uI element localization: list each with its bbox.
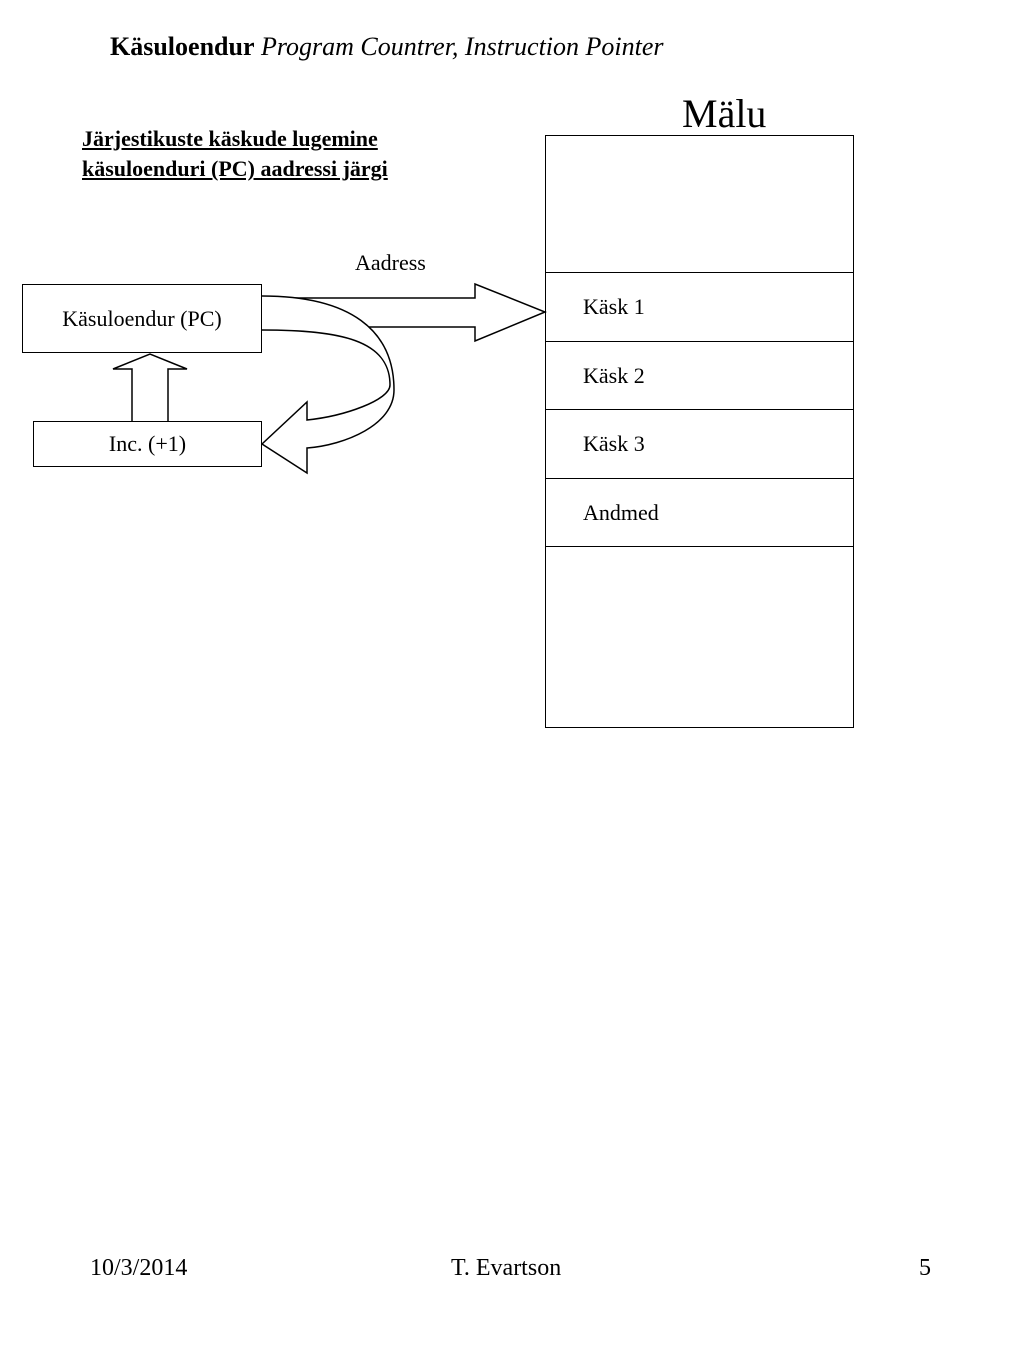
title-bold: Käsuloendur	[110, 32, 255, 61]
memory-cell-label: Käsk 3	[583, 431, 645, 456]
memory-cell: Käsk 3	[546, 409, 853, 478]
curved-feedback-arrow	[260, 295, 395, 475]
subtitle-line-1: Järjestikuste käskude lugemine	[82, 126, 378, 151]
slide-subtitle: Järjestikuste käskude lugemine käsuloend…	[82, 124, 388, 184]
memory-divider	[546, 546, 853, 547]
subtitle-line-2: käsuloenduri (PC) aadressi järgi	[82, 156, 388, 181]
memory-cell: Käsk 2	[546, 341, 853, 409]
program-counter-box: Käsuloendur (PC)	[22, 284, 262, 353]
increment-box: Inc. (+1)	[33, 421, 262, 467]
memory-cell: Andmed	[546, 478, 853, 546]
address-label: Aadress	[355, 250, 426, 275]
memory-title: Mälu	[682, 91, 767, 136]
title-italic: Program Countrer, Instruction Pointer	[261, 32, 664, 61]
memory-block: Käsk 1 Käsk 2 Käsk 3 Andmed	[545, 135, 854, 728]
memory-cell-label: Käsk 1	[583, 294, 645, 319]
increment-arrow	[112, 353, 188, 421]
memory-cell-label: Käsk 2	[583, 363, 645, 388]
footer-author: T. Evartson	[451, 1255, 562, 1281]
memory-cell-label: Andmed	[583, 500, 659, 525]
memory-cell: Käsk 1	[546, 272, 853, 341]
program-counter-label: Käsuloendur (PC)	[62, 305, 222, 331]
slide-title: Käsuloendur Program Countrer, Instructio…	[110, 30, 664, 64]
footer-date: 10/3/2014	[90, 1255, 188, 1281]
increment-label: Inc. (+1)	[108, 431, 187, 456]
footer-page-number: 5	[919, 1255, 931, 1281]
